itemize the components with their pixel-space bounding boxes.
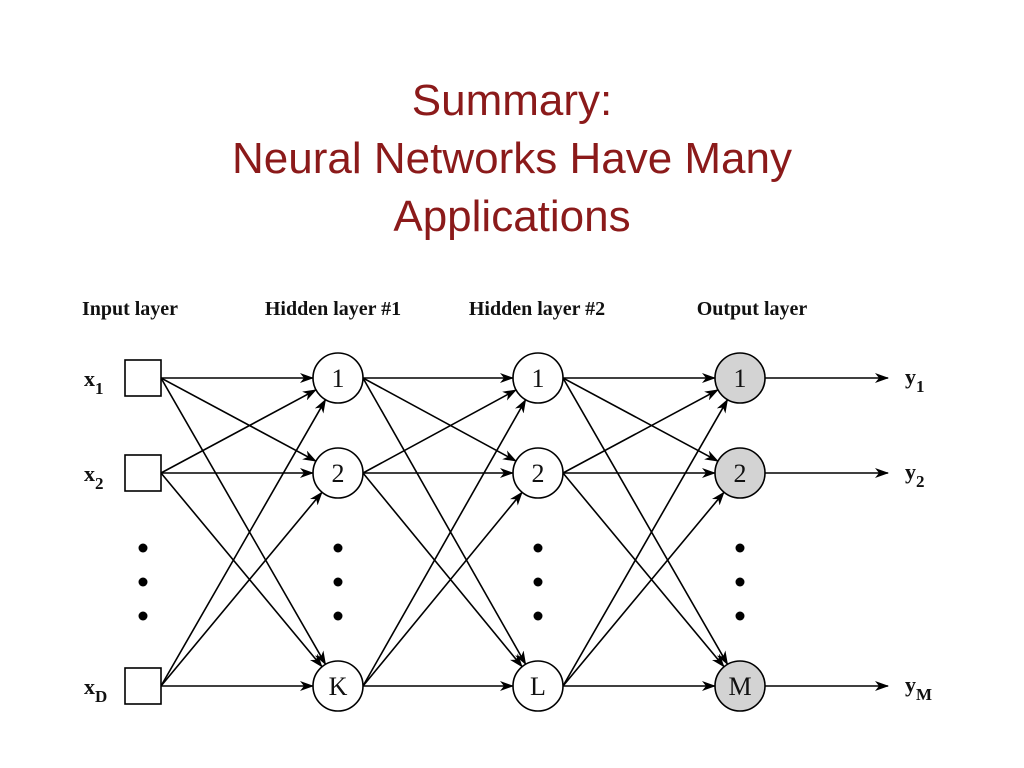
connection-arrow <box>562 491 725 687</box>
slide-title: Summary: Neural Networks Have Many Appli… <box>0 72 1024 246</box>
nodes <box>124 352 766 712</box>
node-label: 2 <box>332 459 345 488</box>
connection-arrow <box>362 472 523 668</box>
output-node <box>714 352 766 404</box>
input-node <box>124 667 162 705</box>
connection-arrow <box>362 377 527 666</box>
ellipsis-dot <box>138 577 148 587</box>
ellipsis-dot <box>333 611 343 621</box>
node-label: 1 <box>734 364 747 393</box>
output-node <box>714 447 766 499</box>
ellipsis-dot <box>138 611 148 621</box>
node-label: 2 <box>532 459 545 488</box>
node-label: 2 <box>734 459 747 488</box>
ellipsis-dot <box>333 543 343 553</box>
hidden-node <box>312 447 364 499</box>
title-line-2: Neural Networks Have Many <box>232 134 792 183</box>
layer-label: Hidden layer #1 <box>265 298 401 320</box>
hidden-node <box>312 660 364 712</box>
node-label: 1 <box>332 364 345 393</box>
output-variable-label: y1 <box>905 364 925 396</box>
connection-arrow <box>562 377 719 462</box>
ellipsis-dot <box>138 543 148 553</box>
hidden-node <box>512 660 564 712</box>
connection-arrow <box>362 377 517 462</box>
output-variable-label: y2 <box>905 459 925 491</box>
input-variable-label: x2 <box>84 461 104 493</box>
connection-arrow <box>160 491 323 687</box>
output-node <box>714 660 766 712</box>
node-label: M <box>728 672 751 701</box>
node-label: 1 <box>532 364 545 393</box>
connection-arrow <box>562 377 729 666</box>
input-node <box>124 359 162 397</box>
connection-arrow <box>362 398 527 687</box>
connection-arrow <box>562 472 725 668</box>
connection-arrow <box>562 389 719 474</box>
input-node <box>124 454 162 492</box>
ellipsis-dot <box>735 611 745 621</box>
input-variable-label: x1 <box>84 366 104 398</box>
ellipsis-dot <box>533 577 543 587</box>
ellipsis-dot <box>735 543 745 553</box>
edges <box>160 373 889 691</box>
connection-arrow <box>362 389 517 474</box>
connection-arrow <box>362 491 523 687</box>
labels: Input layer Hidden layer #1 Hidden layer #… <box>82 298 932 706</box>
title-line-1: Summary: <box>411 76 613 125</box>
layer-label: Hidden layer #2 <box>469 298 605 320</box>
ellipsis-dot <box>735 577 745 587</box>
connection-arrow <box>160 389 317 474</box>
hidden-node <box>512 352 564 404</box>
title-line-3: Applications <box>393 192 631 241</box>
node-label: L <box>530 672 546 701</box>
output-variable-label: yM <box>905 672 932 704</box>
hidden-node <box>512 447 564 499</box>
connection-arrow <box>160 377 317 462</box>
connection-arrow <box>160 472 323 668</box>
connection-arrow <box>562 398 729 687</box>
connection-arrow <box>160 398 327 687</box>
ellipsis-dot <box>533 543 543 553</box>
hidden-node <box>312 352 364 404</box>
layer-label: Input layer <box>82 298 178 320</box>
layer-label: Output layer <box>697 298 808 320</box>
node-label: K <box>329 672 348 701</box>
ellipsis-dot <box>333 577 343 587</box>
input-variable-label: xD <box>84 674 107 706</box>
connection-arrow <box>160 377 327 666</box>
ellipsis-dot <box>533 611 543 621</box>
